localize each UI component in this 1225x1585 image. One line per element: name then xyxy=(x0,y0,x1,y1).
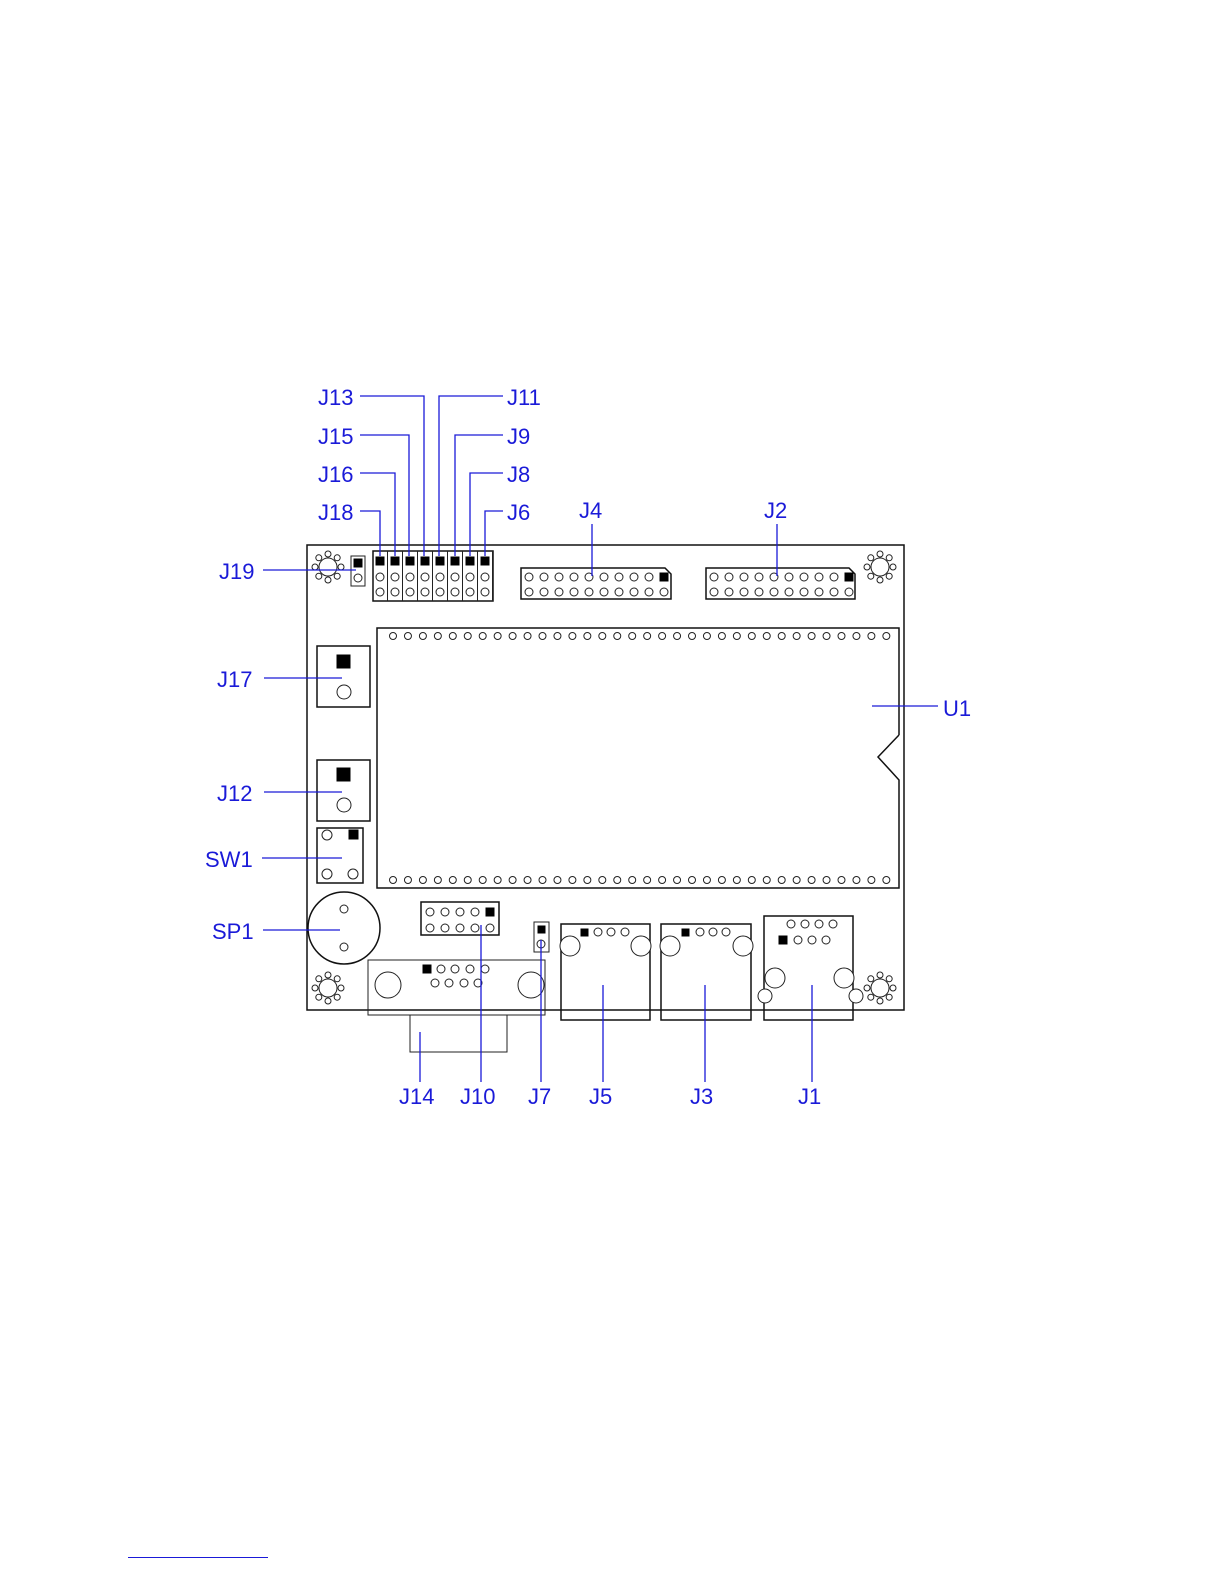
j2-header xyxy=(706,568,855,599)
label-j5: J5 xyxy=(589,1084,612,1109)
label-j8: J8 xyxy=(507,462,530,487)
j14-db9-connector xyxy=(368,960,545,1052)
label-j1: J1 xyxy=(798,1084,821,1109)
label-j17: J17 xyxy=(217,667,252,692)
label-sp1: SP1 xyxy=(212,919,254,944)
u1-module xyxy=(377,628,899,888)
j4-header xyxy=(521,568,671,599)
j19-connector xyxy=(351,556,365,586)
j17-connector xyxy=(317,646,370,707)
label-j15: J15 xyxy=(318,424,353,449)
label-j11: J11 xyxy=(507,385,541,410)
label-sw1: SW1 xyxy=(205,847,253,872)
jumper-strip xyxy=(373,551,493,601)
label-j3: J3 xyxy=(690,1084,713,1109)
label-j4: J4 xyxy=(579,498,602,523)
j12-connector xyxy=(317,760,370,821)
label-j19: J19 xyxy=(219,559,254,584)
label-j18: J18 xyxy=(318,500,353,525)
label-j10: J10 xyxy=(460,1084,495,1109)
j5-jack xyxy=(560,924,651,1020)
footnote-rule xyxy=(128,1557,268,1558)
label-j12: J12 xyxy=(217,781,252,806)
label-j7: J7 xyxy=(528,1084,551,1109)
label-j14: J14 xyxy=(399,1084,434,1109)
label-j16: J16 xyxy=(318,462,353,487)
j3-jack xyxy=(660,924,753,1020)
j1-jack xyxy=(758,916,863,1020)
label-u1: U1 xyxy=(943,696,971,721)
sw1-switch xyxy=(317,828,363,883)
j10-header xyxy=(421,902,499,935)
sp1-buzzer xyxy=(308,892,380,964)
label-j9: J9 xyxy=(507,424,530,449)
label-j2: J2 xyxy=(764,498,787,523)
mounting-holes xyxy=(312,551,896,1004)
label-j13: J13 xyxy=(318,385,353,410)
label-j6: J6 xyxy=(507,500,530,525)
